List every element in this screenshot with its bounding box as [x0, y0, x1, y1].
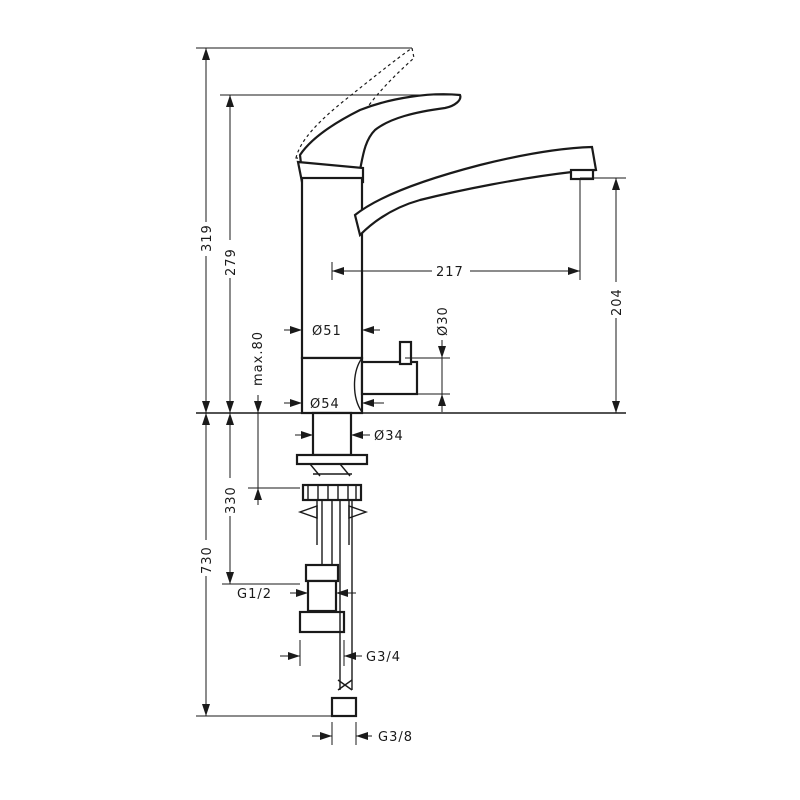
hose-end-fitting [330, 696, 358, 718]
hose-left [321, 500, 333, 565]
rod-wings [297, 505, 369, 519]
arrow-g34-left [288, 652, 300, 660]
arrow-d30-top [438, 346, 446, 358]
arrow-204-bottom [612, 401, 620, 413]
side-valve [360, 360, 419, 396]
label-g12: G1/2 [237, 587, 272, 602]
arrow-204-top [612, 178, 620, 190]
base-curve [353, 357, 363, 413]
arrow-d34-right [351, 431, 363, 439]
arrow-279-top [226, 95, 234, 107]
hose-connector-upper [304, 563, 340, 583]
hose-connector-lower [298, 610, 346, 634]
arrow-d54-left [290, 399, 302, 407]
label-330: 330 [224, 486, 239, 514]
valve-knob [398, 340, 413, 366]
hose-braid [337, 679, 353, 691]
arrow-330-top [226, 413, 234, 425]
label-d51: Ø51 [312, 324, 342, 339]
arrow-d54-right [362, 399, 374, 407]
arrow-d51-right [362, 326, 374, 334]
label-d34: Ø34 [374, 429, 404, 444]
arrow-max80-bottom [254, 488, 262, 500]
aerator [569, 168, 595, 181]
washer [295, 453, 369, 466]
arrow-d30-bottom [438, 394, 446, 406]
arrow-217-left [332, 267, 344, 275]
arrow-730-top [202, 413, 210, 425]
arrow-g12-left [296, 589, 308, 597]
arrow-279-bottom [226, 401, 234, 413]
label-g34: G3/4 [366, 650, 401, 665]
label-d30: Ø30 [436, 306, 451, 336]
nut-teeth [307, 485, 357, 500]
label-max80: max.80 [251, 331, 266, 386]
arrow-g38-left [320, 732, 332, 740]
arrow-g38-right [356, 732, 368, 740]
body-base [300, 356, 364, 415]
label-319: 319 [200, 224, 215, 252]
dimension-labels: 319 279 730 330 max.80 217 204 Ø51 Ø54 Ø… [198, 222, 625, 745]
spout [353, 145, 598, 238]
arrow-d34-left [301, 431, 313, 439]
label-g38: G3/8 [378, 730, 413, 745]
label-730: 730 [200, 546, 215, 574]
label-204: 204 [610, 288, 625, 316]
washer-detail [309, 463, 352, 477]
arrow-330-bottom [226, 572, 234, 584]
shank [311, 411, 353, 457]
arrow-g12-right [336, 589, 348, 597]
arrow-217-right [568, 267, 580, 275]
arrow-319-top [202, 48, 210, 60]
arrow-d51-left [290, 326, 302, 334]
label-d54: Ø54 [310, 397, 340, 412]
arrow-g34-right [344, 652, 356, 660]
arrow-max80-top [254, 401, 262, 413]
arrow-730-bottom [202, 704, 210, 716]
lever-handle [298, 93, 462, 174]
mounting-nut [301, 483, 363, 502]
hose-connector-mid [306, 579, 338, 613]
label-279: 279 [224, 248, 239, 276]
label-217: 217 [436, 265, 464, 280]
arrow-319-bottom [202, 401, 210, 413]
